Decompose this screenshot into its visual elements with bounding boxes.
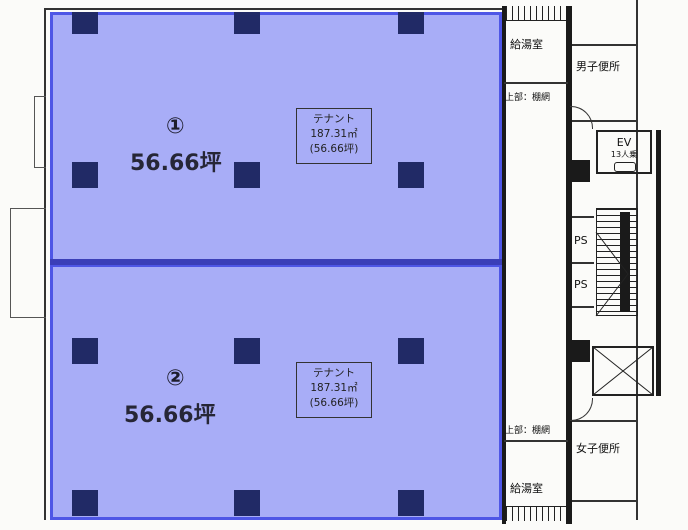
mens-toilet-label: 男子便所	[576, 60, 620, 73]
shaft-x-icon	[592, 346, 654, 396]
womens-toilet-wall-bottom	[572, 500, 636, 502]
column	[72, 490, 98, 516]
tenant-1-label-name: テナント	[313, 113, 355, 125]
bottom-stair-hatch	[506, 506, 566, 521]
column	[234, 162, 260, 188]
column	[72, 162, 98, 188]
womens-toilet-label: 女子便所	[576, 442, 620, 455]
tenant-1-number: ①	[166, 114, 185, 139]
door-swing-icon	[570, 106, 593, 129]
elevator-label: EV	[616, 136, 632, 149]
tenant-2-number: ②	[166, 366, 185, 391]
mens-toilet-wall-bottom	[572, 120, 636, 122]
stair-arrow-icon	[595, 231, 629, 317]
kitchen-bottom-wall	[504, 440, 568, 442]
ps-lower-label: PS	[574, 278, 588, 291]
outer-wall-top	[44, 8, 504, 10]
ps-upper-label: PS	[574, 234, 588, 247]
stair-center-wall	[620, 212, 630, 312]
tenant-area-2[interactable]	[50, 264, 502, 520]
tenant-2-label-area: 187.31㎡	[310, 382, 358, 394]
column	[398, 162, 424, 188]
column	[398, 12, 424, 34]
tenant-2-label-box: テナント 187.31㎡ (56.66坪)	[296, 362, 372, 418]
column	[234, 12, 260, 34]
tenant-2-label-name: テナント	[313, 367, 355, 379]
tenant-area-1[interactable]	[50, 12, 502, 264]
kitchen-bottom-label: 給湯室	[510, 482, 543, 495]
tenant-1-label-area: 187.31㎡	[310, 128, 358, 140]
elevator-wall	[568, 160, 590, 182]
column	[234, 338, 260, 364]
column	[398, 490, 424, 516]
tenant-1-label-box: テナント 187.31㎡ (56.66坪)	[296, 108, 372, 164]
door-swing-icon	[570, 398, 593, 421]
mens-toilet-wall-top	[572, 44, 636, 46]
bay-window-upper	[34, 96, 46, 168]
womens-toilet-wall-top	[572, 420, 636, 422]
column	[72, 12, 98, 34]
tenant-2-size: 56.66坪	[124, 403, 216, 428]
ps-wall-bottom	[572, 306, 594, 308]
bay-window-lower	[10, 208, 46, 318]
ps-wall-mid	[572, 262, 594, 264]
core-wall-left	[502, 6, 506, 524]
elevator-capacity: 13人乗	[610, 150, 638, 159]
column	[72, 338, 98, 364]
upper-shelf-top-label: 上部：棚網	[505, 93, 551, 103]
column	[398, 338, 424, 364]
ps-wall-top	[572, 216, 594, 218]
column	[234, 490, 260, 516]
tenant-2-label-tsubo: (56.66坪)	[309, 397, 359, 409]
kitchen-top-label: 給湯室	[510, 38, 543, 51]
staircase[interactable]	[596, 208, 638, 316]
tenant-1-label-tsubo: (56.66坪)	[309, 143, 359, 155]
core-wall-mid	[566, 6, 572, 524]
kitchen-top-wall	[504, 82, 568, 84]
core-wall-right	[656, 130, 661, 396]
upper-shelf-bottom-label: 上部：棚網	[505, 426, 551, 436]
elevator-car-icon	[614, 162, 636, 172]
tenant-1-size: 56.66坪	[130, 151, 222, 176]
top-stair-hatch	[506, 6, 566, 21]
outer-wall-left	[44, 10, 46, 520]
shaft-wall	[568, 340, 590, 362]
elevator-box[interactable]: EV 13人乗	[596, 130, 652, 174]
tenant-divider	[50, 259, 502, 265]
